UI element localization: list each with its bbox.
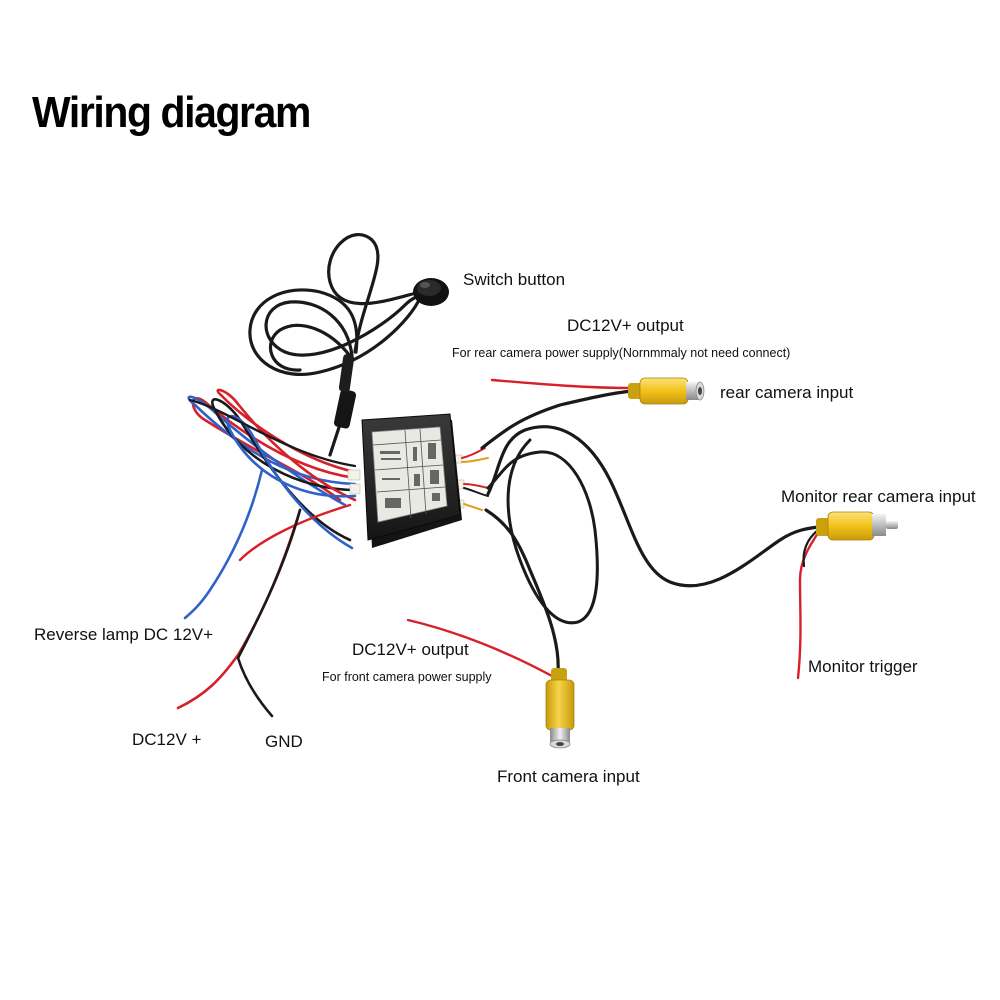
reverse-lamp-label: Reverse lamp DC 12V+: [34, 625, 214, 644]
switch-button-label: Switch button: [463, 270, 566, 289]
monitor-trigger-label: Monitor trigger: [808, 657, 918, 676]
front-camera-rca-connector: [545, 668, 575, 749]
gnd-label: GND: [265, 732, 303, 751]
front-camera-input-label: Front camera input: [497, 767, 640, 786]
dc12v-plus-label: DC12V +: [132, 730, 202, 749]
front-power-note: For front camera power supply: [322, 670, 492, 684]
rear-camera-rca-connector: [628, 377, 705, 405]
right-side-cables: [406, 378, 822, 680]
switch-button: [413, 278, 449, 306]
dc12v-output-front-label: DC12V+ output: [352, 640, 469, 659]
monitor-rear-camera-input-label: Monitor rear camera input: [781, 487, 976, 506]
dc12v-output-rear-label: DC12V+ output: [567, 316, 684, 335]
switch-button-cable: [248, 233, 432, 457]
switch-control-box: [347, 413, 465, 548]
page-title: Wiring diagram: [32, 88, 311, 137]
rear-power-note: For rear camera power supply(Nornmmaly n…: [452, 346, 791, 360]
rear-camera-input-label: rear camera input: [720, 383, 854, 402]
switch-inline-connector: [333, 354, 357, 429]
power-wire-harness: [176, 388, 357, 718]
monitor-rca-connector: [816, 511, 898, 541]
